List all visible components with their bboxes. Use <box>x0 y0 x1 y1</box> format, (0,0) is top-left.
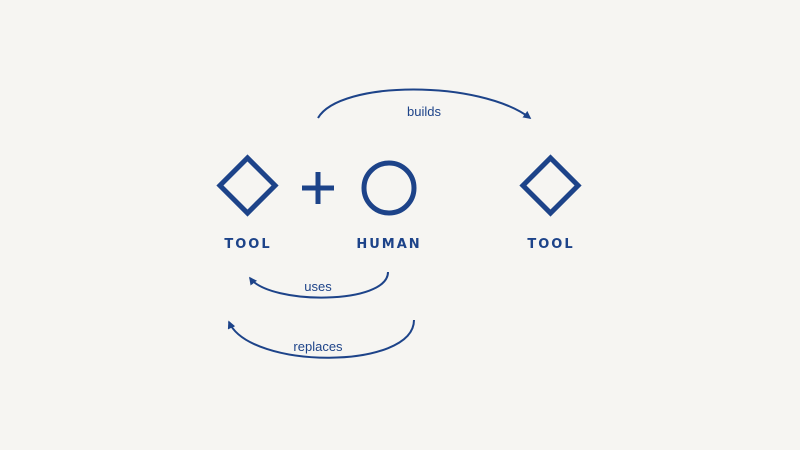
uses-label: uses <box>304 279 332 294</box>
builds-label: builds <box>407 104 441 119</box>
node-label-tool-right: TOOL <box>527 237 574 252</box>
node-label-human: HUMAN <box>356 237 421 252</box>
replaces-label: replaces <box>293 339 343 354</box>
replaces-arrow <box>227 319 415 359</box>
human-circle-icon <box>361 160 417 216</box>
uses-arrow <box>249 271 389 299</box>
tool-diamond-icon <box>216 154 279 217</box>
tool-diamond-icon <box>519 154 582 217</box>
node-label-tool-left: TOOL <box>224 237 271 252</box>
plus-icon <box>302 172 334 204</box>
builds-arrow <box>317 88 532 119</box>
